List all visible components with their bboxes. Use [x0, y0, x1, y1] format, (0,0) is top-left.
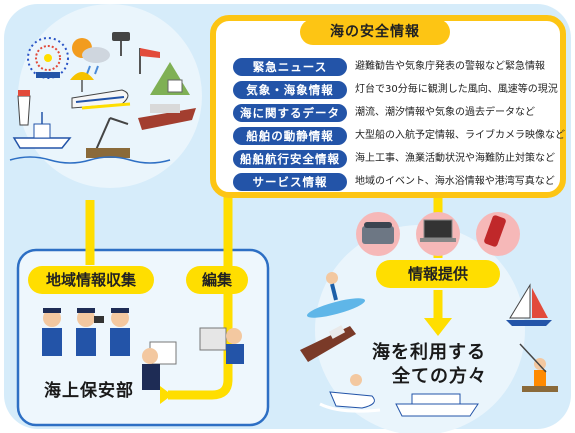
sailboat-icon: [506, 283, 552, 326]
provide-tag: 情報提供: [376, 260, 500, 288]
cargo-ship-icon: [138, 104, 196, 130]
row-label-service: サービス情報: [233, 173, 347, 191]
umbrella-icon: [70, 72, 94, 92]
row-desc-navigation-safety: 海上工事、漁業活動状況や海難防止対策など: [355, 153, 555, 164]
audience-line-2: 全ての方々: [392, 366, 487, 387]
lighthouse-icon: [17, 90, 31, 126]
panel-title: 海の安全情報: [300, 19, 450, 45]
telephone-icon: [356, 212, 400, 256]
cruise-ship-icon: [395, 393, 479, 417]
laptop-icon: [416, 212, 460, 256]
patrol-boat-icon: [12, 112, 72, 149]
officer-1-icon: [42, 308, 62, 356]
coast-town-icon: [150, 62, 190, 95]
jetski-icon: [319, 374, 381, 413]
row-label-sea-data: 海に関するデータ: [233, 104, 347, 122]
mobile-phone-icon: [476, 212, 520, 256]
document-carrier-icon: [142, 341, 177, 390]
camera-icon: [112, 32, 130, 56]
officer-3-icon: [110, 308, 130, 356]
audience-line-1: 海を利用する: [372, 342, 486, 363]
computer-operator-icon: [199, 327, 244, 364]
row-desc-emergency: 避難勧告や気象庁発表の警報など緊急情報: [355, 61, 545, 72]
windsock-icon: [139, 48, 160, 74]
collect-tag: 地域情報収集: [28, 266, 154, 294]
weather-icon: [72, 38, 110, 75]
flow-arrow-small: [160, 386, 172, 404]
fireworks-icon: [27, 37, 69, 79]
row-label-ship-movement: 船舶の動静情報: [233, 127, 347, 145]
row-desc-ship-movement: 大型船の入航予定情報、ライブカメラ映像など: [355, 130, 565, 141]
surfer-icon: [306, 272, 366, 318]
organization-label: 海上保安部: [44, 381, 134, 401]
tanker-icon: [300, 325, 356, 362]
officer-2-icon: [76, 308, 104, 356]
crane-icon: [86, 117, 130, 158]
waves-deco: [9, 156, 171, 164]
fisherman-icon: [519, 343, 558, 392]
row-label-weather: 気象・海象情報: [233, 81, 347, 99]
row-desc-sea-data: 潮流、潮汐情報や気象の過去データなど: [355, 107, 535, 118]
train-icon: [71, 89, 131, 110]
row-desc-service: 地域のイベント、海水浴情報や港湾写真など: [355, 176, 555, 187]
row-desc-weather: 灯台で30分毎に観測した風向、風速等の現況: [355, 84, 558, 95]
row-label-navigation-safety: 船舶航行安全情報: [233, 150, 347, 168]
edit-tag: 編集: [186, 266, 248, 294]
row-label-emergency: 緊急ニュース: [233, 58, 347, 76]
flow-arrow-head: [424, 318, 452, 336]
